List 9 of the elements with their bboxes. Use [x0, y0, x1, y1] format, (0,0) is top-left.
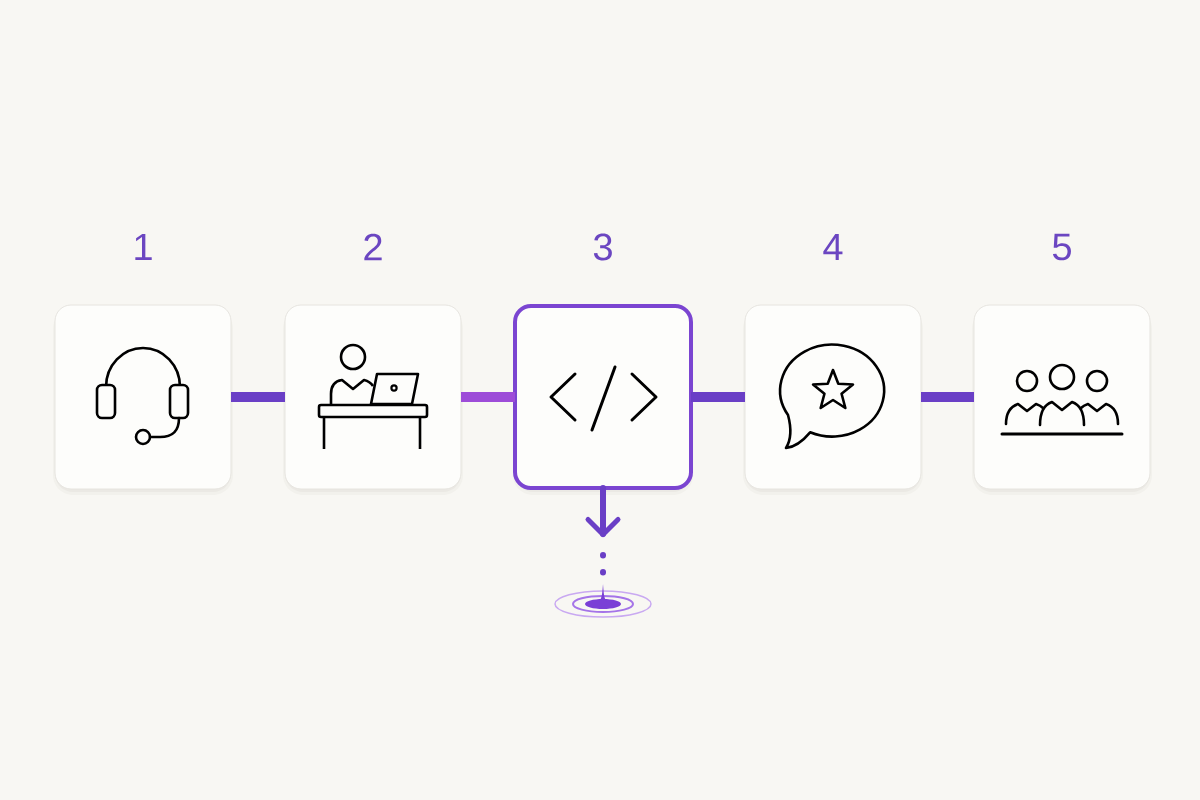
connector [691, 392, 745, 402]
step-number: 4 [823, 233, 843, 261]
connector [921, 392, 974, 402]
step-number: 5 [1052, 233, 1071, 261]
step-number: 2 [364, 233, 382, 261]
connector [461, 392, 515, 402]
step-number: 3 [593, 233, 612, 261]
step-number: 1 [135, 233, 152, 261]
connector [231, 392, 285, 402]
